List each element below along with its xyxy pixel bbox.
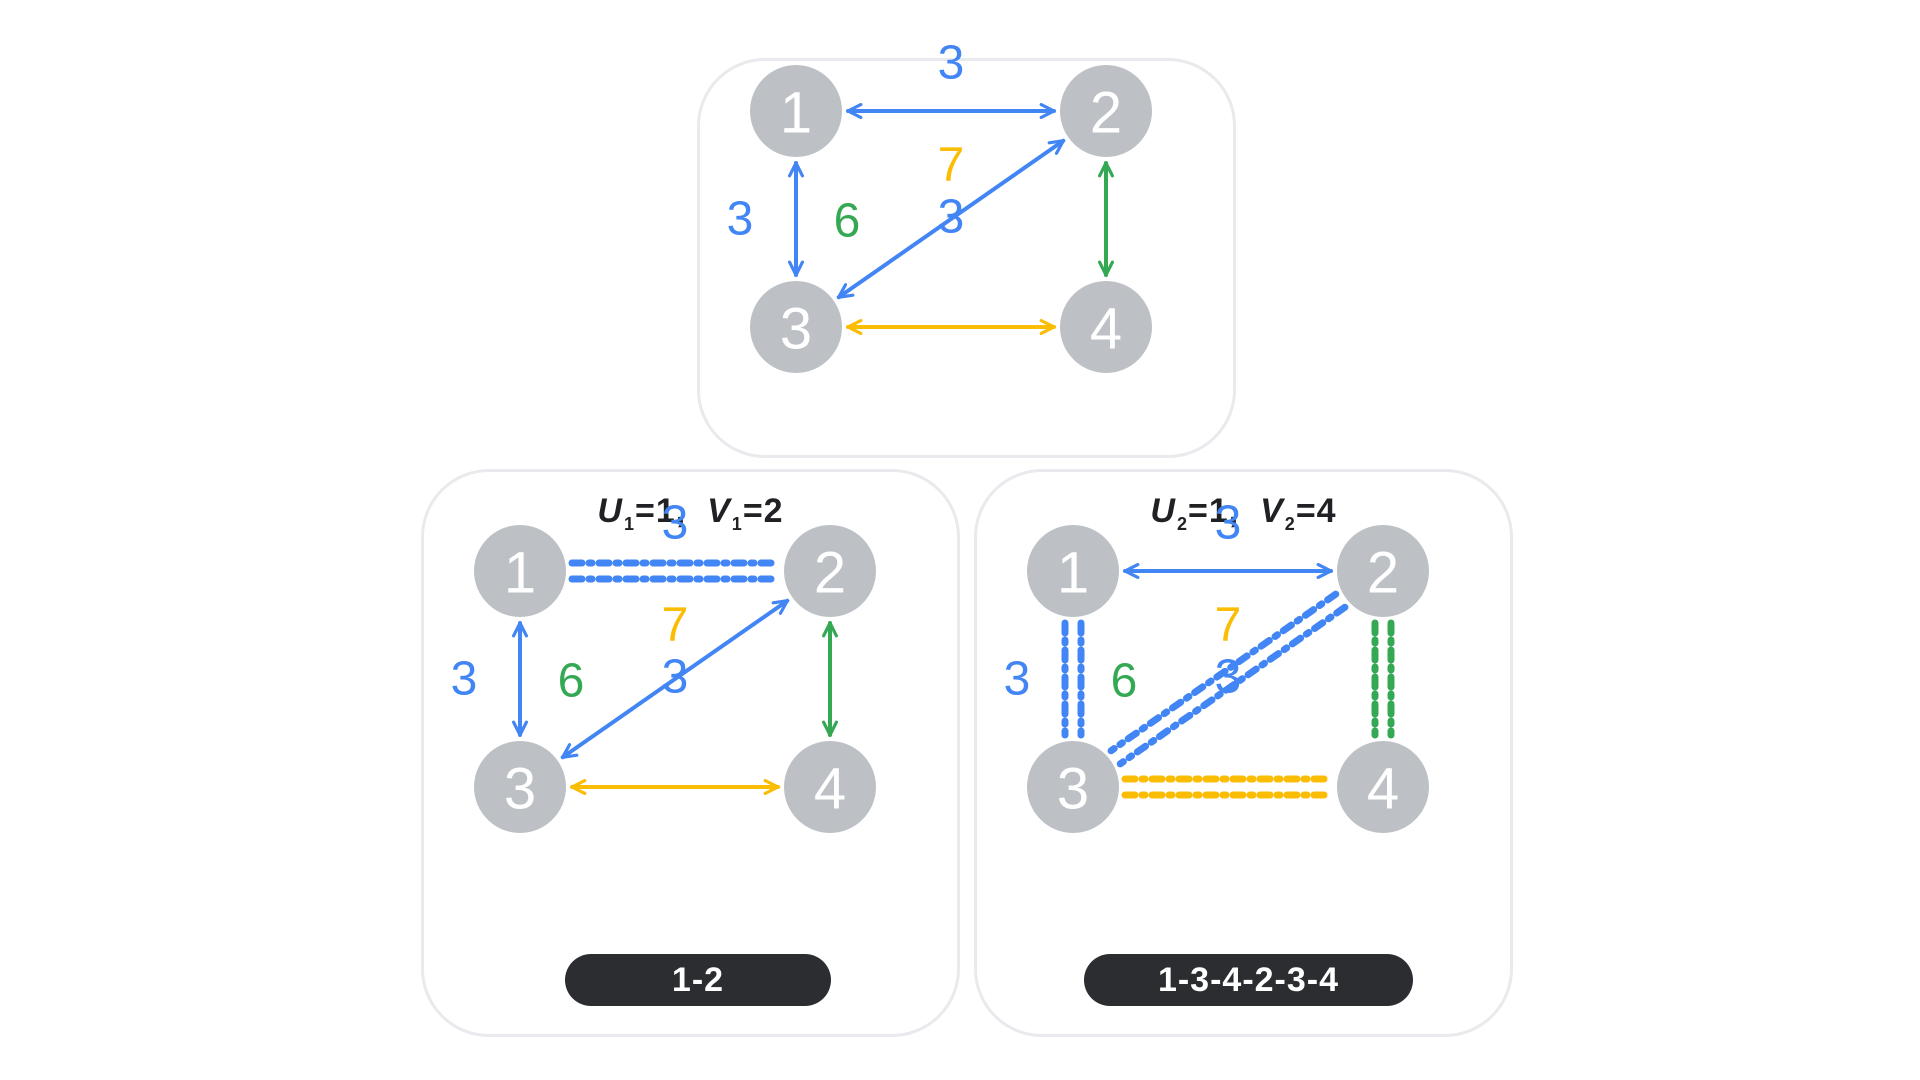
edge-weight-2-4: 6 (1111, 655, 1138, 708)
edge-weight-2-4: 6 (558, 655, 585, 708)
edge-weight-2-3: 3 (1215, 651, 1242, 704)
node-label-1: 1 (504, 541, 536, 606)
node-label-1: 1 (1057, 541, 1089, 606)
panel-title: U1=1, V1=2 (597, 492, 784, 534)
node-label-4: 4 (814, 757, 846, 822)
edge-weight-1-2: 3 (1215, 497, 1242, 550)
node-4 (784, 741, 876, 833)
edge-weight-1-3: 3 (451, 653, 478, 706)
edge-weight-3-4: 7 (1215, 599, 1242, 652)
node-2 (784, 525, 876, 617)
node-label-3: 3 (504, 757, 536, 822)
node-label-2: 2 (1367, 541, 1399, 606)
edge-2-3-dashed-line (1107, 590, 1340, 755)
path-badge: 1-3-4-2-3-4 (1084, 954, 1413, 1006)
panel-title: U2=1, V2=4 (1150, 492, 1337, 534)
edge-weight-3-4: 7 (662, 599, 689, 652)
edge-weight-1-3: 3 (727, 193, 754, 246)
edge-weight-2-3: 3 (938, 191, 965, 244)
node-label-1: 1 (780, 81, 812, 146)
node-label-3: 3 (1057, 757, 1089, 822)
node-2 (1060, 65, 1152, 157)
node-3 (474, 741, 566, 833)
node-3 (750, 281, 842, 373)
node-1 (750, 65, 842, 157)
node-label-2: 2 (814, 541, 846, 606)
node-2 (1337, 525, 1429, 617)
node-label-4: 4 (1367, 757, 1399, 822)
node-3 (1027, 741, 1119, 833)
edge-weight-2-4: 6 (834, 195, 861, 248)
node-4 (1337, 741, 1429, 833)
edge-weight-1-3: 3 (1004, 653, 1031, 706)
edge-2-3 (836, 138, 1066, 300)
edge-weight-3-4: 7 (938, 139, 965, 192)
edge-2-3 (560, 598, 790, 760)
edge-weight-2-3: 3 (662, 651, 689, 704)
edge-2-3-dashed-line (1116, 603, 1349, 768)
node-label-4: 4 (1090, 297, 1122, 362)
node-1 (1027, 525, 1119, 617)
edge-weight-1-2: 3 (662, 497, 689, 550)
edge-weight-1-2: 3 (938, 37, 965, 90)
path-badge: 1-2 (565, 954, 831, 1006)
node-label-2: 2 (1090, 81, 1122, 146)
node-1 (474, 525, 566, 617)
node-label-3: 3 (780, 297, 812, 362)
node-4 (1060, 281, 1152, 373)
